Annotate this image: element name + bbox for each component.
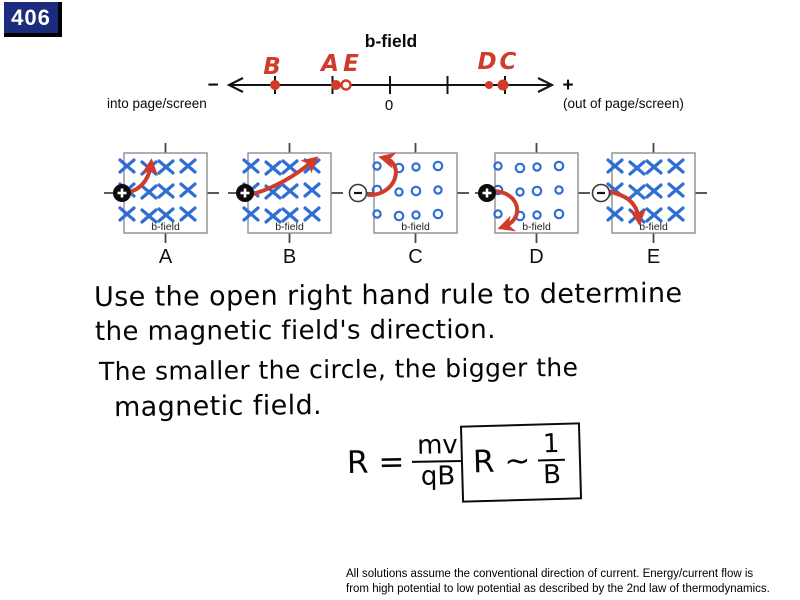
marker-dot-E — [340, 79, 352, 91]
note-line-3: The smaller the circle, the bigger the — [98, 352, 579, 387]
field-box-E: b-field — [591, 143, 707, 243]
radius-formula-fraction: mv qB — [411, 430, 464, 493]
footer-disclaimer: All solutions assume the conventional di… — [346, 567, 770, 596]
minus-charge-icon — [591, 183, 611, 203]
marker-dot-B — [270, 80, 280, 90]
field-box-A: b-field — [104, 143, 219, 243]
proportionality-fraction: 1 B — [537, 429, 566, 491]
out-of-page-dot-symbols — [371, 160, 444, 222]
b-field-number-line: b-field − + 0 into page/screen (out of p… — [107, 31, 684, 114]
out-of-page-label: (out of page/screen) — [563, 96, 684, 111]
note-line-2: the magnetic field's direction. — [94, 314, 496, 348]
box-letter-E: E — [646, 246, 661, 268]
velocity-arrow-icon — [605, 189, 647, 226]
marker-dot-C — [497, 79, 509, 91]
into-page-label: into page/screen — [107, 96, 207, 111]
right-arrowhead-icon — [537, 77, 555, 93]
velocity-arrow-icon — [367, 152, 398, 197]
note-line-1: Use the open right hand rule to determin… — [93, 277, 683, 314]
box-letter-B: B — [282, 246, 297, 268]
radius-formula-denominator: qB — [420, 461, 456, 493]
marker-dot-A — [331, 80, 341, 90]
box-b-field-label: b-field — [639, 221, 668, 233]
minus-sign: − — [207, 75, 218, 96]
velocity-arrow-icon — [490, 189, 520, 232]
slide-number-badge: 406 — [4, 2, 62, 37]
minus-charge-icon — [348, 183, 368, 203]
left-arrowhead-icon — [226, 77, 244, 93]
radius-formula: R = mv qB — [346, 430, 464, 493]
proportionality-denominator: B — [542, 460, 562, 491]
marker-label-B: B — [263, 54, 281, 80]
note-line-4: magnetic field. — [113, 389, 323, 424]
field-box-D: b-field — [475, 143, 590, 243]
marker-label-E: E — [343, 51, 359, 77]
footer-line-1: All solutions assume the conventional di… — [346, 568, 754, 580]
footer-line-2: from high potential to low potential as … — [346, 582, 770, 595]
number-line-title: b-field — [365, 31, 418, 51]
field-box-B: b-field — [228, 143, 343, 243]
plus-sign: + — [562, 75, 573, 96]
field-box-C: b-field — [348, 143, 469, 243]
box-b-field-label: b-field — [401, 221, 430, 233]
plus-charge-icon — [478, 184, 496, 202]
proportionality-numerator: 1 — [537, 429, 565, 462]
box-b-field-label: b-field — [522, 221, 551, 233]
marker-label-C: C — [500, 49, 517, 75]
box-letter-C: C — [408, 246, 423, 268]
radius-formula-numerator: mv — [411, 430, 464, 464]
proportionality-formula-box: R ~ 1 B — [459, 422, 582, 503]
box-b-field-label: b-field — [275, 221, 304, 233]
box-letter-D: D — [529, 246, 544, 268]
marker-label-D: D — [477, 49, 496, 75]
box-b-field-label: b-field — [151, 221, 180, 233]
proportionality-lhs: R ~ — [472, 443, 531, 481]
radius-formula-lhs: R = — [346, 444, 405, 482]
velocity-arrow-icon — [247, 156, 319, 197]
marker-dot-D — [485, 81, 493, 89]
plus-charge-icon — [236, 184, 254, 202]
marker-label-A: A — [319, 51, 339, 77]
box-letter-A: A — [158, 246, 173, 268]
zero-label: 0 — [385, 97, 393, 114]
plus-charge-icon — [113, 184, 131, 202]
